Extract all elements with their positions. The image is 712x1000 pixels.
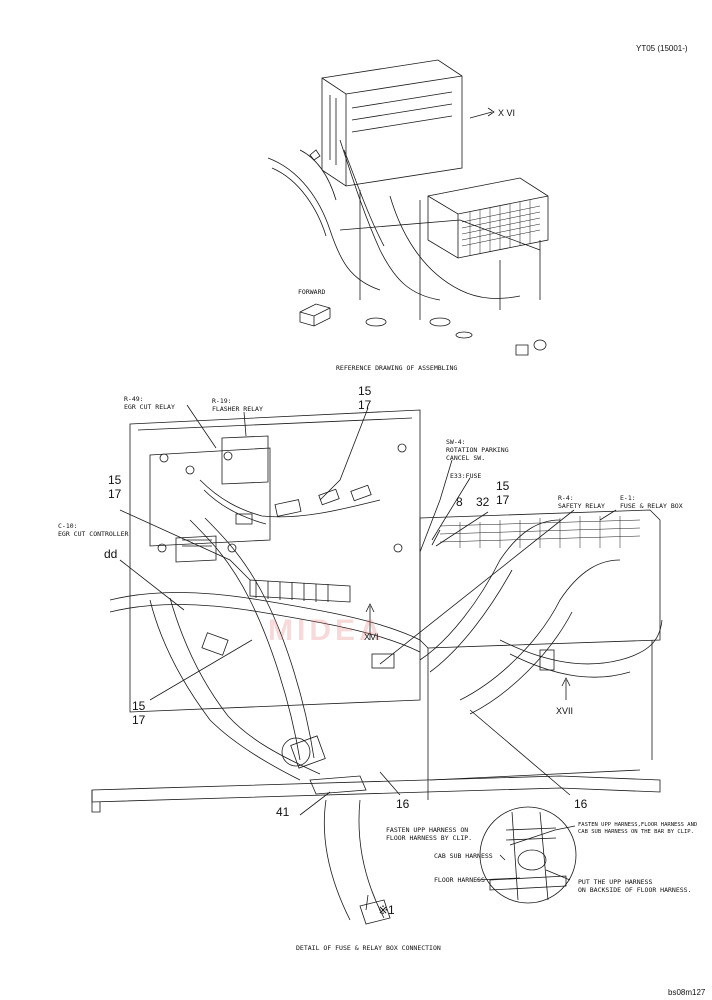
callout-17-left: 17 bbox=[108, 487, 122, 501]
callout-15-left: 15 bbox=[108, 473, 122, 487]
component-e1: E-1:FUSE & RELAY BOX bbox=[620, 494, 683, 510]
forward-label: FORWARD bbox=[298, 288, 326, 296]
component-r19: R-19:FLASHER RELAY bbox=[212, 397, 263, 413]
view-label-xvii: XVII bbox=[556, 706, 574, 716]
callout-dd: dd bbox=[104, 547, 118, 561]
component-c10: C-10:EGR CUT CONTROLLER bbox=[58, 522, 129, 538]
note-ref: ※1 bbox=[378, 903, 395, 917]
figure-code: YT05 (15001-) bbox=[636, 44, 688, 53]
callout-15-top: 15 bbox=[358, 384, 372, 398]
view-label-xvi-mid: XVI bbox=[364, 632, 379, 642]
callout-17-lower: 17 bbox=[132, 713, 146, 727]
figure-id: bs08m127 bbox=[668, 988, 706, 997]
component-e33: E33:FUSE bbox=[450, 472, 482, 480]
callout-32: 32 bbox=[476, 495, 490, 509]
callout-15-right: 15 bbox=[496, 479, 510, 493]
component-r49: R-49:EGR CUT RELAY bbox=[124, 395, 175, 411]
callout-16-right: 16 bbox=[574, 797, 588, 811]
view-label-xvi-top: X VI bbox=[498, 108, 516, 118]
callout-15-lower: 15 bbox=[132, 699, 146, 713]
reference-caption: REFERENCE DRAWING OF ASSEMBLING bbox=[336, 364, 458, 372]
callout-16-left: 16 bbox=[396, 797, 410, 811]
note-floor-harness: FLOOR HARNESS bbox=[434, 876, 485, 884]
footer-caption: DETAIL OF FUSE & RELAY BOX CONNECTION bbox=[296, 944, 441, 952]
callout-8: 8 bbox=[456, 495, 463, 509]
reference-assembly-drawing bbox=[267, 59, 549, 356]
callout-41: 41 bbox=[276, 805, 290, 819]
component-r4: R-4:SAFETY RELAY bbox=[558, 494, 605, 510]
callout-17-top: 17 bbox=[358, 398, 372, 412]
fuse-relay-detail-drawing bbox=[91, 404, 663, 925]
note-cab-sub-harness: CAB SUB HARNESS bbox=[434, 852, 493, 860]
callout-17-right: 17 bbox=[496, 493, 510, 507]
watermark: MIDEA bbox=[268, 614, 385, 647]
